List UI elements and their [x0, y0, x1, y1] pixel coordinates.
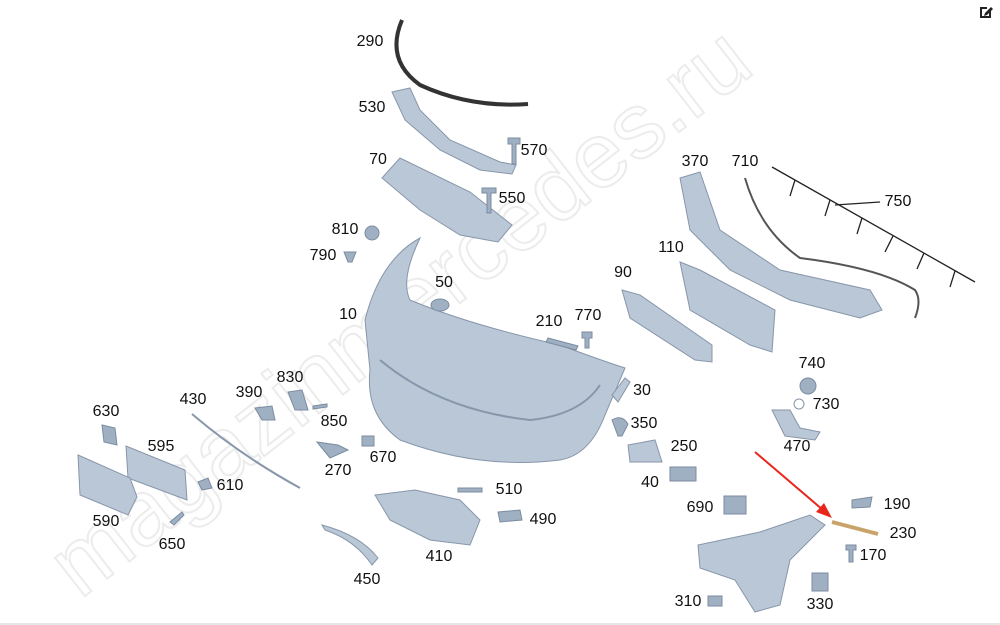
part-710-harness — [744, 177, 920, 319]
part-label-430[interactable]: 430 — [179, 391, 207, 408]
part-250-bracket — [627, 439, 663, 463]
part-label-10[interactable]: 10 — [339, 306, 357, 323]
part-label-595[interactable]: 595 — [147, 438, 175, 455]
part-770-screw — [581, 331, 593, 349]
part-530-bracket — [391, 87, 517, 175]
part-label-830[interactable]: 830 — [276, 369, 304, 386]
part-290-seal — [394, 19, 529, 107]
part-170-screw — [845, 544, 857, 563]
part-label-770[interactable]: 770 — [574, 307, 602, 324]
part-410-grille-insert — [374, 489, 481, 546]
part-label-210[interactable]: 210 — [535, 313, 563, 330]
part-550-screw — [481, 187, 497, 214]
part-label-310[interactable]: 310 — [674, 593, 702, 610]
part-430-trim-strip — [191, 413, 301, 489]
part-label-710[interactable]: 710 — [731, 153, 759, 170]
part-650-screw — [169, 511, 185, 526]
part-210-strip — [545, 337, 579, 351]
part-10-bumper-cover — [364, 236, 626, 463]
part-label-470[interactable]: 470 — [783, 438, 811, 455]
part-570-screw — [507, 137, 521, 165]
part-label-40[interactable]: 40 — [641, 474, 659, 491]
part-label-510[interactable]: 510 — [495, 481, 523, 498]
part-110-carrier — [679, 261, 776, 353]
part-label-330[interactable]: 330 — [806, 596, 834, 613]
part-50-cover — [430, 298, 450, 312]
part-label-170[interactable]: 170 — [859, 547, 887, 564]
part-850-screw — [312, 403, 328, 410]
part-label-650[interactable]: 650 — [158, 536, 186, 553]
part-310-bracket — [697, 514, 826, 613]
part-label-30[interactable]: 30 — [633, 382, 651, 399]
part-label-610[interactable]: 610 — [216, 477, 244, 494]
part-label-740[interactable]: 740 — [798, 355, 826, 372]
part-label-70[interactable]: 70 — [369, 151, 387, 168]
part-590-plate-base — [77, 454, 138, 516]
part-label-190[interactable]: 190 — [883, 496, 911, 513]
part-40-module — [669, 466, 697, 482]
part-350-clip — [611, 417, 629, 437]
part-label-50[interactable]: 50 — [435, 274, 453, 291]
part-label-530[interactable]: 530 — [358, 99, 386, 116]
part-610-clip — [197, 477, 213, 491]
part-670-clip — [361, 435, 375, 447]
part-label-630[interactable]: 630 — [92, 403, 120, 420]
part-label-690[interactable]: 690 — [686, 499, 714, 516]
bottom-divider — [0, 623, 1000, 625]
part-label-810[interactable]: 810 — [331, 221, 359, 238]
part-810-clip — [364, 225, 380, 241]
part-90-frame — [621, 289, 713, 363]
part-595-plate-holder — [125, 445, 188, 501]
part-230-strip — [831, 520, 879, 536]
part-label-750[interactable]: 750 — [884, 193, 912, 210]
part-690-module — [723, 495, 747, 515]
part-630-bracket — [101, 424, 118, 446]
part-450-trim — [320, 524, 379, 566]
part-label-370[interactable]: 370 — [681, 153, 709, 170]
part-label-270[interactable]: 270 — [324, 462, 352, 479]
part-label-230[interactable]: 230 — [889, 525, 917, 542]
part-30-trim — [611, 377, 631, 403]
part-390-bracket — [254, 405, 276, 421]
part-label-290[interactable]: 290 — [356, 33, 384, 50]
highlight-arrow — [754, 451, 832, 518]
part-label-110[interactable]: 110 — [658, 239, 684, 256]
part-label-490[interactable]: 490 — [529, 511, 557, 528]
part-label-250[interactable]: 250 — [670, 438, 698, 455]
part-330-cover — [811, 572, 829, 592]
part-label-390[interactable]: 390 — [235, 384, 263, 401]
part-label-590[interactable]: 590 — [92, 513, 120, 530]
part-label-730[interactable]: 730 — [812, 396, 840, 413]
part-label-850[interactable]: 850 — [320, 413, 348, 430]
part-label-410[interactable]: 410 — [425, 548, 453, 565]
part-270-bracket — [315, 441, 350, 459]
part-70-grille — [381, 157, 513, 243]
part-830-bracket — [287, 389, 309, 411]
edit-icon[interactable] — [978, 4, 994, 20]
part-label-570[interactable]: 570 — [520, 142, 548, 159]
part-370-absorber — [679, 171, 883, 319]
part-790-clip — [343, 251, 357, 263]
part-label-350[interactable]: 350 — [630, 415, 658, 432]
part-490-clip — [497, 509, 523, 523]
part-label-670[interactable]: 670 — [369, 449, 397, 466]
part-190-clip — [851, 496, 873, 509]
part-750-sensor-cable — [771, 166, 976, 288]
part-label-550[interactable]: 550 — [498, 190, 526, 207]
part-740-sensor — [799, 377, 817, 395]
part-label-790[interactable]: 790 — [309, 247, 337, 264]
part-730-ring — [793, 398, 805, 410]
part-label-450[interactable]: 450 — [353, 571, 381, 588]
part-510-clip — [457, 487, 483, 493]
part-label-90[interactable]: 90 — [614, 264, 632, 281]
part-310-clip — [707, 595, 723, 607]
part-470-holder — [771, 409, 821, 441]
